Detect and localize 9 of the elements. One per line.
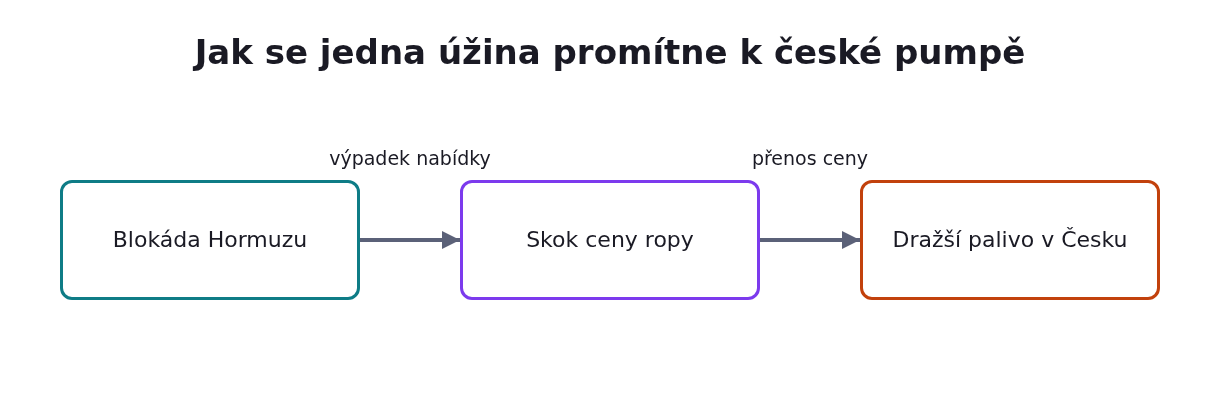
- process-box: [460, 180, 760, 300]
- node-label: Dražší palivo v Česku: [892, 226, 1128, 254]
- arrow: [760, 231, 860, 249]
- arrow: [360, 231, 460, 249]
- node-label: Blokáda Hormuzu: [112, 226, 308, 254]
- process-box: [60, 180, 360, 300]
- diagram-title: Jak se jedna úžina promítne k české pumpě: [191, 31, 1027, 74]
- process-box: [860, 180, 1160, 300]
- node-label: Skok ceny ropy: [526, 226, 694, 254]
